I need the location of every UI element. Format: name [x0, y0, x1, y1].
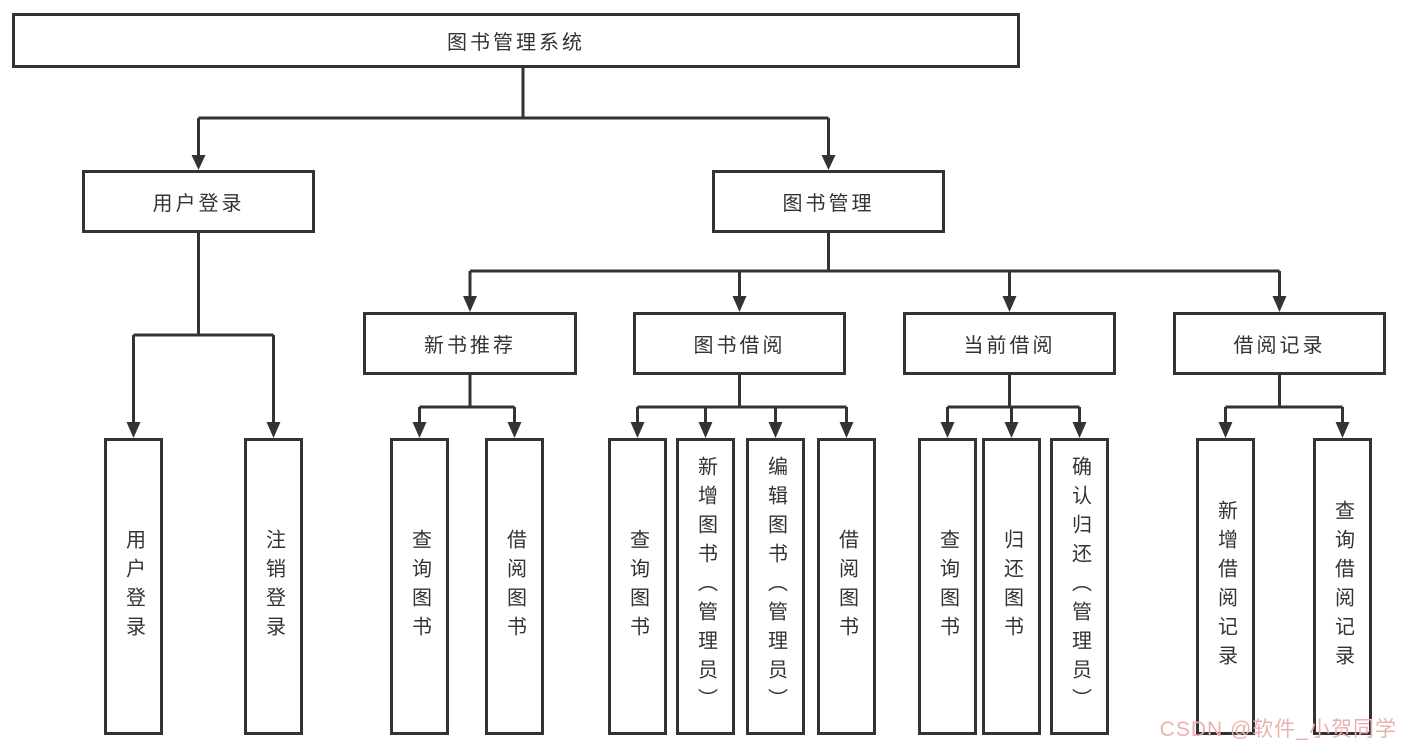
leaf-edit-book-admin: 编辑图书（管理员） — [746, 438, 805, 735]
leaf-query-book-recommend-label: 查询图书 — [408, 528, 431, 645]
leaf-query-book-current-label: 查询图书 — [936, 528, 959, 645]
node-user-login-label: 用户登录 — [152, 193, 245, 215]
leaf-query-book-current: 查询图书 — [918, 438, 977, 735]
leaf-borrow-book-recommend: 借阅图书 — [485, 438, 544, 735]
node-book-management: 图书管理 — [712, 170, 945, 233]
node-new-book-recommend-label: 新书推荐 — [424, 335, 516, 357]
node-current-borrow-label: 当前借阅 — [963, 335, 1056, 357]
leaf-return-book: 归还图书 — [982, 438, 1041, 735]
leaf-add-book-admin-label: 新增图书（管理员） — [694, 456, 717, 717]
leaf-query-borrow-record-label: 查询借阅记录 — [1331, 499, 1354, 674]
watermark: CSDN @软件_小贺同学 — [1159, 718, 1397, 741]
node-root-label: 图书管理系统 — [447, 32, 585, 54]
leaf-borrow-book: 借阅图书 — [817, 438, 876, 735]
node-book-borrow: 图书借阅 — [633, 312, 846, 375]
leaf-add-book-admin: 新增图书（管理员） — [676, 438, 735, 735]
node-book-management-label: 图书管理 — [782, 193, 875, 215]
leaf-query-borrow-record: 查询借阅记录 — [1313, 438, 1372, 735]
leaf-borrow-book-recommend-label: 借阅图书 — [503, 528, 526, 645]
leaf-confirm-return-admin-label: 确认归还（管理员） — [1068, 456, 1091, 717]
leaf-query-book-borrow: 查询图书 — [608, 438, 667, 735]
leaf-user-login-label: 用户登录 — [122, 528, 145, 645]
leaf-return-book-label: 归还图书 — [1000, 528, 1023, 645]
leaf-logout-label: 注销登录 — [262, 528, 285, 645]
node-user-login: 用户登录 — [82, 170, 315, 233]
node-borrow-records: 借阅记录 — [1173, 312, 1386, 375]
leaf-add-borrow-record: 新增借阅记录 — [1196, 438, 1255, 735]
node-book-borrow-label: 图书借阅 — [693, 335, 786, 357]
node-new-book-recommend: 新书推荐 — [363, 312, 577, 375]
leaf-borrow-book-label: 借阅图书 — [835, 528, 858, 645]
node-borrow-records-label: 借阅记录 — [1233, 335, 1326, 357]
leaf-confirm-return-admin: 确认归还（管理员） — [1050, 438, 1109, 735]
leaf-edit-book-admin-label: 编辑图书（管理员） — [764, 456, 787, 717]
leaf-logout: 注销登录 — [244, 438, 303, 735]
leaf-add-borrow-record-label: 新增借阅记录 — [1214, 499, 1237, 674]
leaf-query-book-recommend: 查询图书 — [390, 438, 449, 735]
leaf-query-book-borrow-label: 查询图书 — [626, 528, 649, 645]
node-current-borrow: 当前借阅 — [903, 312, 1116, 375]
leaf-user-login: 用户登录 — [104, 438, 163, 735]
node-root: 图书管理系统 — [12, 13, 1020, 68]
